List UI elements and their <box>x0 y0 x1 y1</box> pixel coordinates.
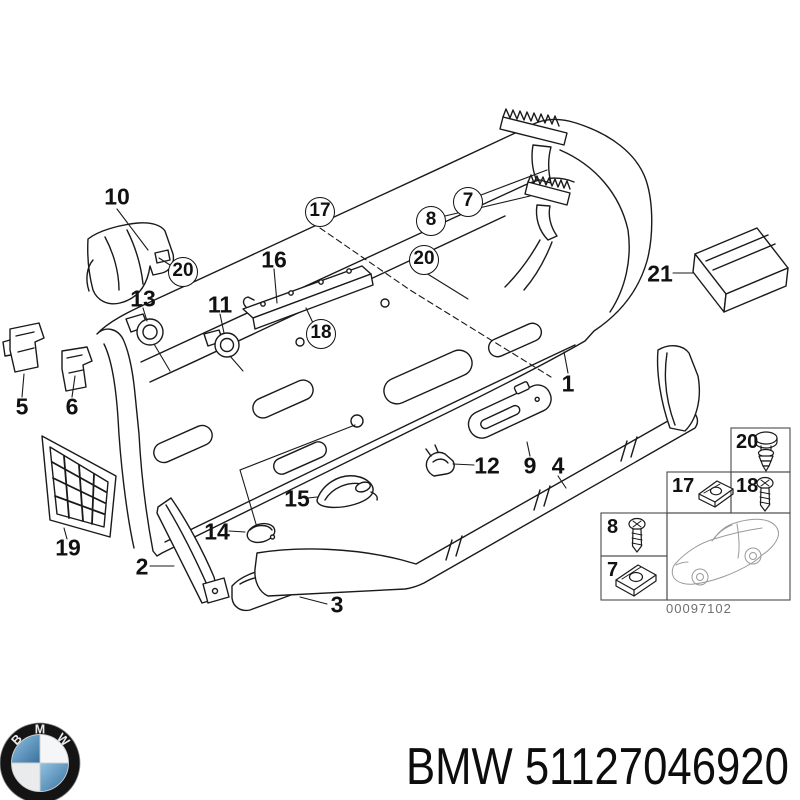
roundel-quadrant-blue <box>40 763 69 792</box>
end-cap-right <box>656 345 701 432</box>
screw-icon <box>628 517 646 553</box>
protection-strip-4 <box>254 408 699 597</box>
circled-callout-17: 17 <box>305 197 335 227</box>
roundel-letter: M <box>35 723 45 737</box>
reflector-9 <box>467 381 552 439</box>
roundel-quadrant-white <box>11 763 40 792</box>
callout-16: 16 <box>261 246 287 273</box>
inset-label-8: 8 <box>607 516 619 538</box>
circled-callout-20b: 20 <box>409 245 439 275</box>
callout-4: 4 <box>551 452 565 479</box>
expansion-rivet-icon <box>754 431 778 472</box>
roundel-quadrant-blue <box>11 734 40 763</box>
pdc-sensor-11 <box>203 329 244 372</box>
part-number-text: BMW 51127046920 <box>406 738 789 796</box>
callout-1: 1 <box>561 370 575 397</box>
inset-label-17: 17 <box>672 475 695 497</box>
callout-3: 3 <box>330 591 344 618</box>
callout-6: 6 <box>65 393 79 420</box>
circled-callout-8: 8 <box>416 206 446 236</box>
parts-kit-box-21 <box>692 227 789 313</box>
callout-13: 13 <box>130 285 156 312</box>
clip-15 <box>316 475 378 509</box>
grille-19 <box>41 435 117 538</box>
inset-label-7: 7 <box>607 559 619 581</box>
callout-21: 21 <box>647 260 673 287</box>
rear-bumper-cover <box>96 118 653 557</box>
callout-10: 10 <box>104 183 130 210</box>
callout-2: 2 <box>135 553 149 580</box>
circled-callout-18: 18 <box>306 319 336 349</box>
roundel-quadrant-white <box>40 734 69 763</box>
callout-9: 9 <box>523 452 537 479</box>
car-silhouette <box>671 518 779 586</box>
callout-19: 19 <box>55 534 81 561</box>
screw-icon <box>756 476 774 512</box>
circled-callout-20: 20 <box>168 257 198 287</box>
impact-bracket <box>499 108 571 291</box>
callout-15: 15 <box>284 485 310 512</box>
pdc-sensor-13 <box>125 313 171 372</box>
bracket-5 <box>2 322 45 373</box>
circled-callout-7: 7 <box>453 187 483 217</box>
leader-lines <box>21 169 694 605</box>
callout-5: 5 <box>15 393 29 420</box>
bracket-6 <box>61 346 93 392</box>
inset-label-18: 18 <box>736 475 759 497</box>
callout-14: 14 <box>204 518 230 545</box>
callout-11: 11 <box>207 291 233 318</box>
cap-14 <box>246 522 276 544</box>
corner-bracket-10 <box>86 222 175 305</box>
inset-label-20: 20 <box>736 431 759 453</box>
mounting-plate-16 <box>242 265 374 330</box>
inset-table <box>600 427 791 601</box>
callout-12: 12 <box>474 452 500 479</box>
clip-12 <box>425 444 455 477</box>
clip-nut-icon <box>615 564 657 597</box>
trim-strip-2 <box>156 497 230 604</box>
diagram-code: 00097102 <box>666 601 732 616</box>
bmw-roundel: B M W <box>0 723 81 800</box>
clip-nut-icon <box>698 480 734 508</box>
